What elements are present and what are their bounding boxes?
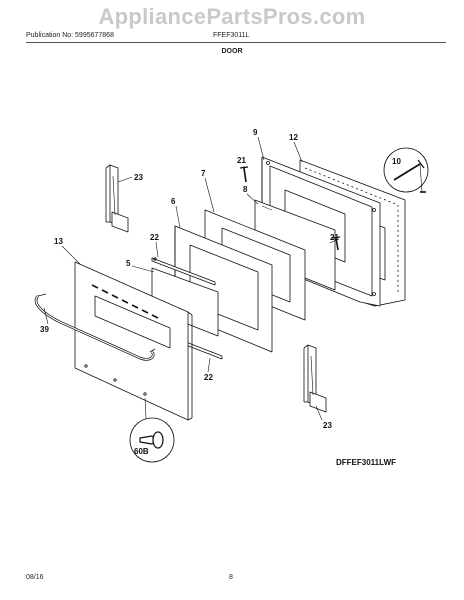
callout-60b: 60B <box>134 447 149 456</box>
callout-21-lower: 21 <box>330 233 339 242</box>
part-22-upper-trim <box>151 257 216 286</box>
part-23-upper-hinge <box>105 164 129 233</box>
callout-9: 9 <box>253 128 258 137</box>
part-13-outer-door <box>74 261 193 421</box>
callout-7: 7 <box>201 169 206 178</box>
callout-5: 5 <box>126 259 131 268</box>
callout-8: 8 <box>243 185 248 194</box>
callout-22-upper: 22 <box>150 233 159 242</box>
publication-number: Publication No: 5995677868 <box>26 32 114 39</box>
header-rule <box>26 42 446 43</box>
callout-13: 13 <box>54 237 63 246</box>
part-23-lower-hinge <box>303 344 327 413</box>
section-title: DOOR <box>221 48 243 55</box>
callout-21-upper: 21 <box>237 156 246 165</box>
diagram-code: DFFEF3011LWF <box>336 458 397 467</box>
model-number: FFEF3011L <box>213 32 250 39</box>
footer-page-number: 8 <box>229 574 233 581</box>
callout-6: 6 <box>171 197 176 206</box>
footer-date: 08/16 <box>26 574 44 581</box>
part-39-door-handle <box>34 293 156 361</box>
callout-12: 12 <box>289 133 298 142</box>
callout-23-lower: 23 <box>323 421 332 430</box>
callout-22-lower: 22 <box>204 373 213 382</box>
callout-23-upper: 23 <box>134 173 143 182</box>
leader-lines <box>43 136 337 421</box>
part-10-screw-inset <box>383 147 429 193</box>
callout-39: 39 <box>40 325 49 334</box>
part-21-lower-screw <box>331 236 341 251</box>
part-60b-screw-inset <box>129 397 175 463</box>
callout-10: 10 <box>392 157 401 166</box>
watermark-text: AppliancePartsPros.com <box>98 4 366 29</box>
